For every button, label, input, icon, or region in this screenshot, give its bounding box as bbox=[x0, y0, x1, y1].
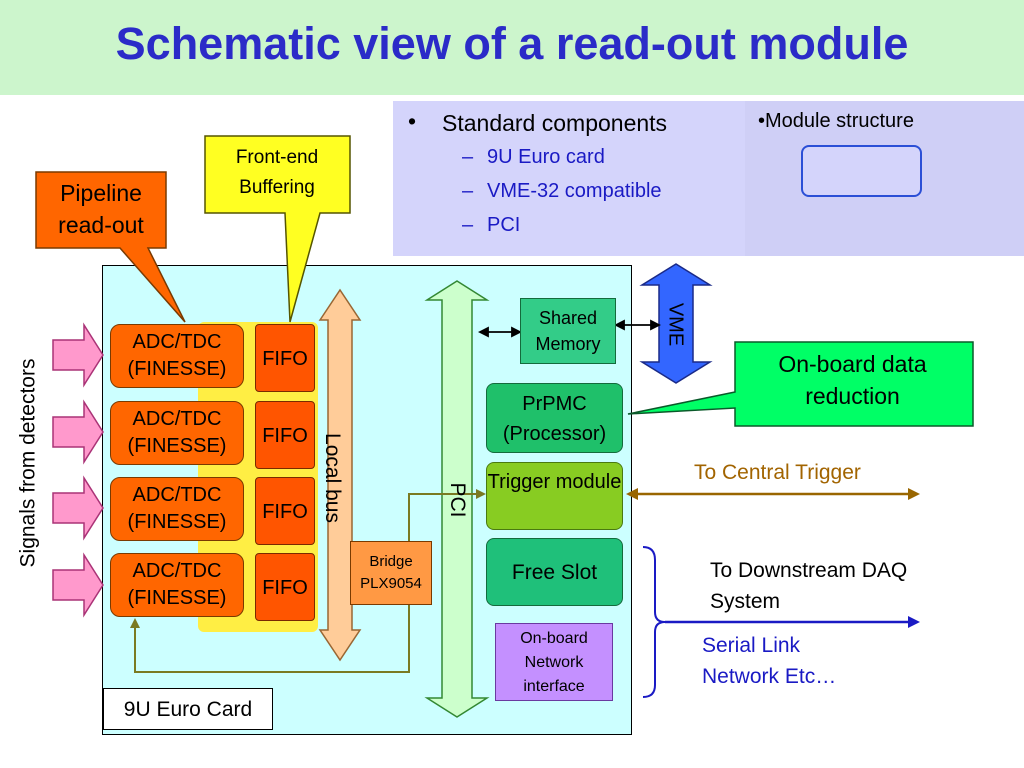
downstream-label: To Downstream DAQ System bbox=[710, 559, 908, 613]
frontend-callout-shape bbox=[204, 135, 351, 323]
serial-link-label: Serial Link Network Etc… bbox=[702, 634, 837, 688]
prpmc-box: PrPMC (Processor) bbox=[486, 383, 623, 453]
onboard-callout: On-board data reduction bbox=[778, 351, 927, 409]
standard-item-1: 9U Euro card bbox=[487, 146, 605, 168]
pipeline-callout-shape bbox=[35, 171, 186, 323]
onboard-callout-shape bbox=[627, 341, 974, 427]
standard-item-3: PCI bbox=[487, 214, 521, 236]
adc-tdc-box: ADC/TDC (FINESSE) bbox=[110, 553, 244, 617]
central-trigger-arrowhead bbox=[626, 488, 638, 500]
local-bus-label: Local bus bbox=[321, 433, 344, 523]
pci-label: PCI bbox=[446, 482, 469, 518]
adc-tdc-box: ADC/TDC (FINESSE) bbox=[110, 477, 244, 541]
signal-arrow bbox=[52, 322, 104, 388]
network-interface-box: On-board Network interface bbox=[495, 623, 613, 701]
signal-arrows bbox=[52, 322, 104, 618]
standard-item-2: VME-32 compatible bbox=[487, 180, 662, 202]
frontend-callout: Front-end Buffering bbox=[235, 147, 319, 198]
sub-dash: – bbox=[462, 214, 474, 236]
bridge-box: Bridge PLX9054 bbox=[350, 541, 432, 605]
signals-label: Signals from detectors bbox=[16, 358, 40, 568]
fifo-box: FIFO bbox=[255, 324, 315, 392]
signal-arrow bbox=[52, 475, 104, 541]
sub-dash: – bbox=[462, 180, 474, 202]
pipeline-callout: Pipeline read-out bbox=[58, 180, 144, 238]
module-structure-label: •Module structure bbox=[758, 110, 914, 132]
signal-arrow bbox=[52, 399, 104, 465]
standard-heading: Standard components bbox=[442, 110, 668, 136]
trigger-module-box: Trigger module bbox=[486, 462, 623, 530]
fifo-box: FIFO bbox=[255, 477, 315, 545]
central-trigger-arrowhead bbox=[908, 488, 920, 500]
pci-bus-arrow bbox=[424, 280, 490, 718]
free-slot-box: Free Slot bbox=[486, 538, 623, 606]
central-trigger-label: To Central Trigger bbox=[694, 461, 861, 484]
adc-tdc-box: ADC/TDC (FINESSE) bbox=[110, 401, 244, 465]
serial-link-arrowhead bbox=[908, 616, 920, 628]
title-bar bbox=[0, 0, 1024, 95]
page-title: Schematic view of a read-out module bbox=[115, 18, 909, 69]
fifo-box: FIFO bbox=[255, 401, 315, 469]
euro-card-label: 9U Euro Card bbox=[103, 688, 273, 730]
vme-label: VME bbox=[664, 302, 687, 347]
module-structure-box bbox=[801, 145, 922, 197]
vme-arrow bbox=[639, 263, 713, 384]
feedback-arrowhead bbox=[130, 618, 140, 628]
signal-arrow bbox=[52, 552, 104, 618]
adc-tdc-box: ADC/TDC (FINESSE) bbox=[110, 324, 244, 388]
trigger-feedback-line bbox=[134, 493, 484, 673]
fifo-box: FIFO bbox=[255, 553, 315, 621]
sub-dash: – bbox=[462, 146, 474, 168]
shared-memory-links bbox=[477, 319, 662, 338]
bullet-dot: • bbox=[408, 108, 417, 134]
feedback-arrowhead bbox=[476, 489, 486, 499]
shared-memory-box: Shared Memory bbox=[520, 298, 616, 364]
serial-brace bbox=[642, 546, 666, 698]
